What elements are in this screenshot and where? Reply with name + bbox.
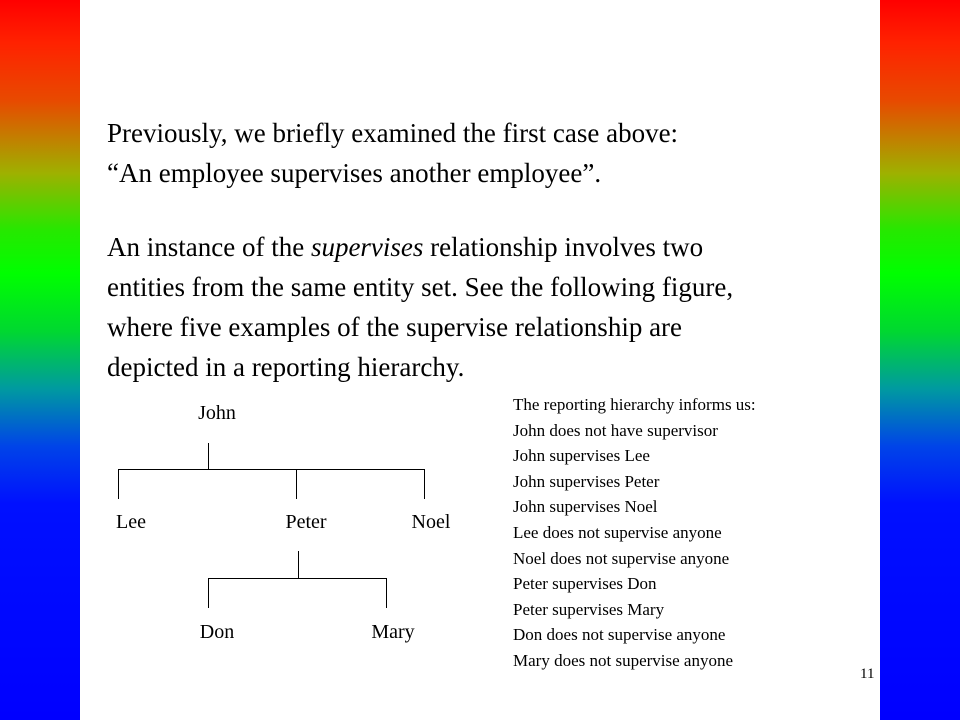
facts-heading: The reporting hierarchy informs us: bbox=[513, 395, 756, 414]
connector-to-lee bbox=[118, 469, 119, 499]
explanation-line-3: where five examples of the supervise rel… bbox=[107, 312, 683, 342]
connector-to-don bbox=[208, 578, 209, 608]
fact-item: John supervises Peter bbox=[513, 471, 660, 491]
node-john: John bbox=[198, 402, 236, 424]
hierarchy-facts-list: The reporting hierarchy informs us: John… bbox=[513, 392, 756, 674]
fact-item: Don does not supervise anyone bbox=[513, 625, 726, 645]
intro-paragraph: Previously, we briefly examined the firs… bbox=[107, 113, 877, 193]
intro-line-1: Previously, we briefly examined the firs… bbox=[107, 118, 679, 148]
node-lee: Lee bbox=[116, 511, 146, 533]
explanation-paragraph: An instance of the supervises relationsh… bbox=[107, 227, 877, 387]
connector-peter-down bbox=[298, 551, 299, 578]
page-number: 11 bbox=[860, 666, 875, 682]
node-peter: Peter bbox=[285, 511, 327, 533]
node-noel: Noel bbox=[411, 511, 451, 533]
intro-line-2: “An employee supervises another employee… bbox=[107, 158, 602, 188]
connector-to-peter bbox=[296, 469, 297, 499]
fact-item: Peter supervises Mary bbox=[513, 599, 665, 619]
right-gradient-bar bbox=[880, 0, 960, 720]
explanation-line-2: entities from the same entity set. See t… bbox=[107, 272, 734, 302]
left-gradient-bar bbox=[0, 0, 80, 720]
supervises-term: supervises bbox=[310, 232, 424, 262]
fact-item: John supervises Noel bbox=[513, 497, 658, 517]
fact-item: Peter supervises Don bbox=[513, 574, 657, 594]
connector-to-mary bbox=[386, 578, 387, 608]
fact-item: John does not have supervisor bbox=[513, 420, 718, 440]
fact-item: Mary does not supervise anyone bbox=[513, 650, 734, 670]
connector-level3-horizontal bbox=[208, 578, 387, 579]
explanation-line-1-start: An instance of the bbox=[107, 232, 311, 262]
connector-level2-horizontal bbox=[118, 469, 425, 470]
node-don: Don bbox=[199, 621, 235, 643]
explanation-line-4: depicted in a reporting hierarchy. bbox=[107, 352, 465, 382]
fact-item: Lee does not supervise anyone bbox=[513, 522, 722, 542]
explanation-line-1: An instance of the supervises relationsh… bbox=[107, 227, 877, 267]
fact-item: John supervises Lee bbox=[513, 446, 650, 466]
connector-john-down bbox=[208, 443, 209, 469]
explanation-line-1-end: relationship involves two bbox=[423, 232, 704, 262]
connector-to-noel bbox=[424, 469, 425, 499]
fact-item: Noel does not supervise anyone bbox=[513, 548, 730, 568]
node-mary: Mary bbox=[371, 621, 415, 643]
